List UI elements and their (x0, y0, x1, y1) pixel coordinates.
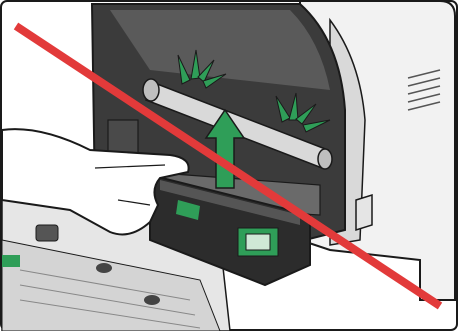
illustration-frame (0, 0, 458, 331)
printer-illustration (0, 0, 458, 331)
